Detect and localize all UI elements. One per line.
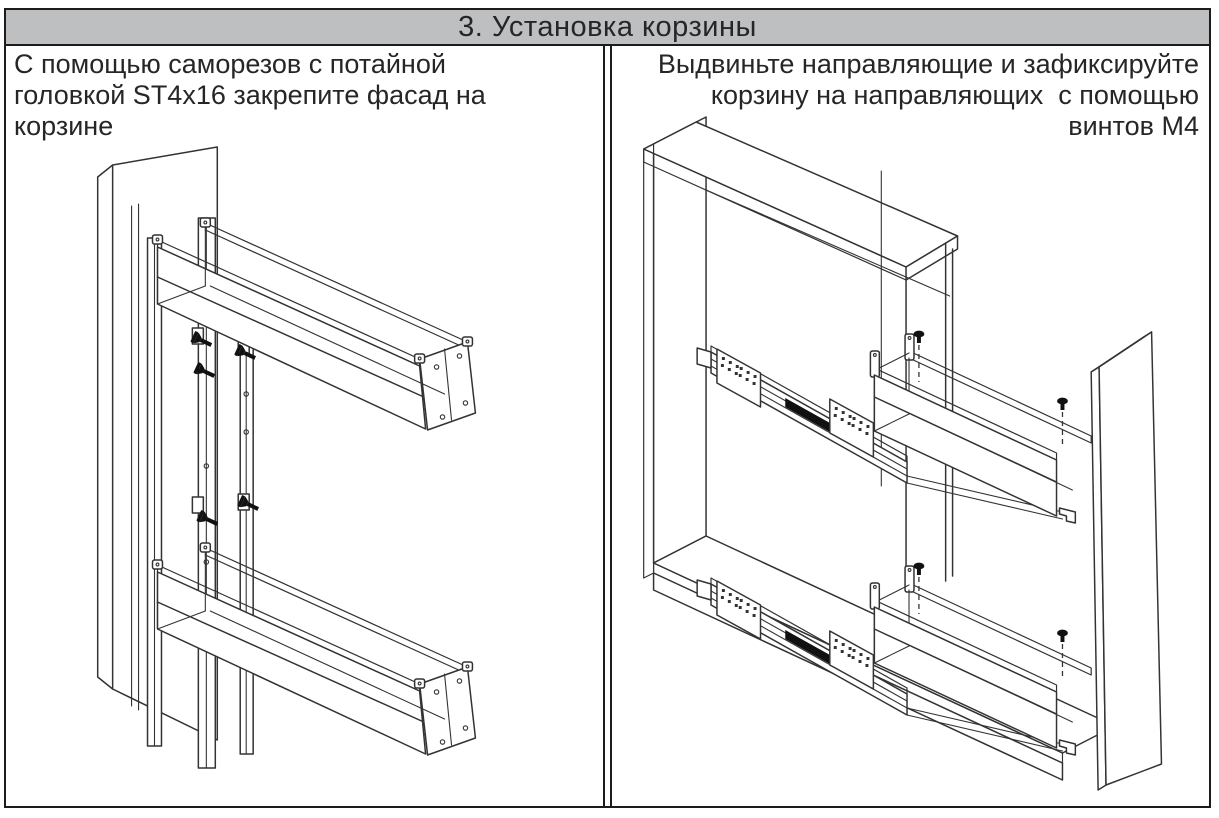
right-instruction: Выдвиньте направляющие и зафиксируйте ко… [620,49,1199,142]
instruction-line: С помощью саморезов с потайной [14,49,446,79]
instruction-line: винтов М4 [1068,111,1199,141]
panel-mount-on-slides: Выдвиньте направляющие и зафиксируйте ко… [610,46,1209,806]
instruction-line: Выдвиньте направляющие и зафиксируйте [657,49,1199,79]
instruction-line: корзине [14,111,114,141]
st4x16-screws [190,330,261,530]
step-header: 3. Установка корзины [6,10,1209,46]
facade-attachment-diagram [96,146,477,769]
upper-slide-basket-assembly [697,331,1091,523]
facade-panel [1090,331,1163,791]
panel-attach-facade: С помощью саморезов с потайной головкой … [6,46,605,806]
instruction-line: головкой ST4x16 закрепите фасад на [14,80,486,110]
rail-bracket [191,496,205,514]
sheet-frame: 3. Установка корзины С помощью саморезов… [4,8,1211,808]
left-instruction: С помощью саморезов с потайной головкой … [14,49,593,142]
panels-row: С помощью саморезов с потайной головкой … [6,46,1209,806]
step-title: 3. Установка корзины [458,10,757,43]
slide-mounting-diagram [642,116,1163,791]
instruction-line: корзину на направляющих с помощью [710,80,1199,110]
side-panel [652,116,707,564]
